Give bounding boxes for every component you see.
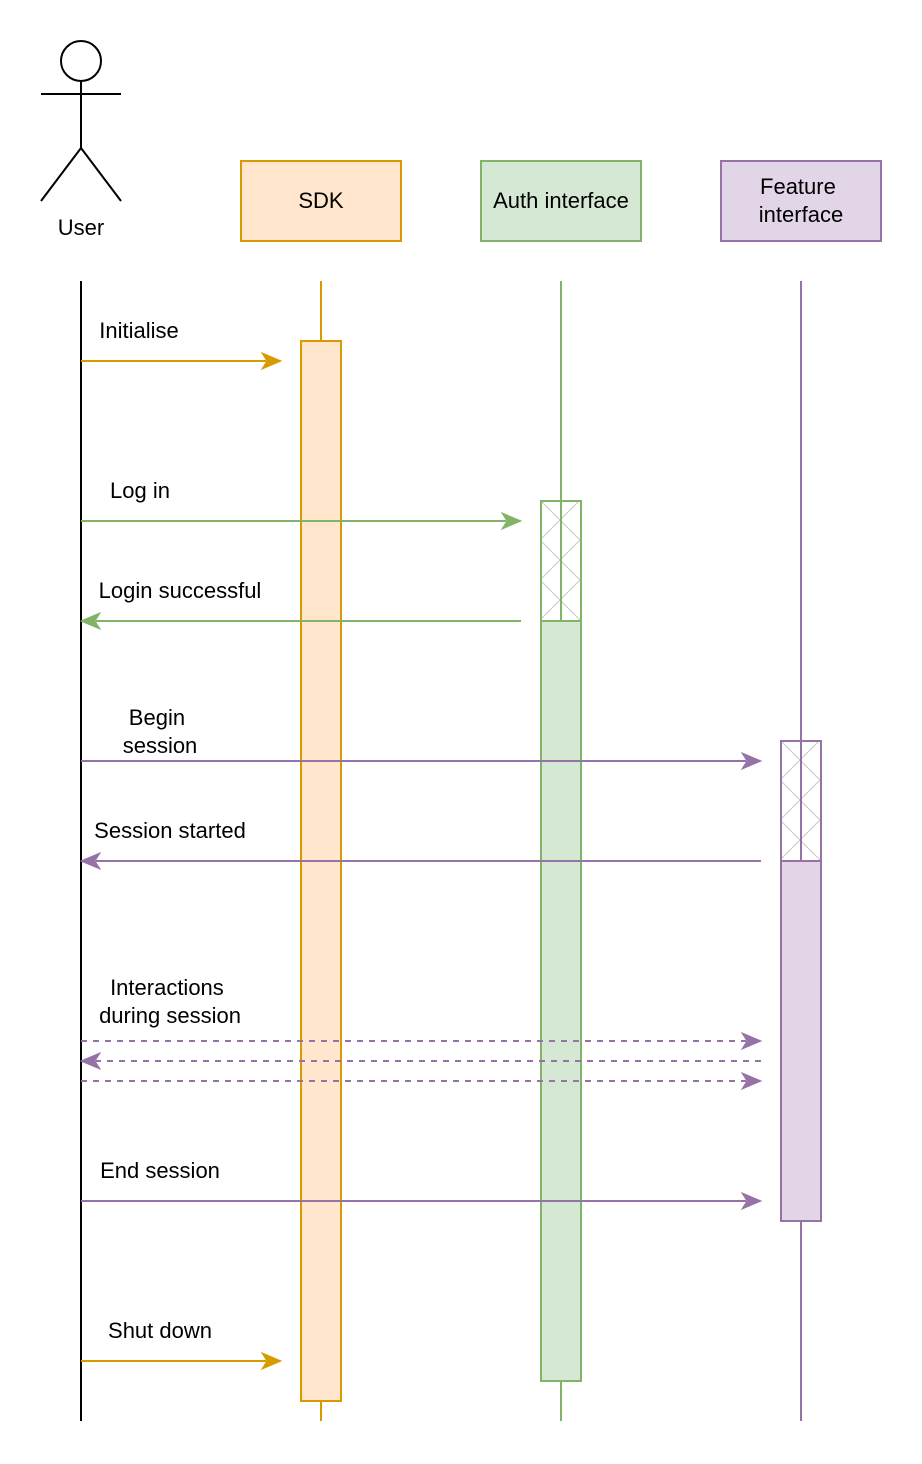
message-interactions-again bbox=[81, 1071, 763, 1091]
participant-label: SDK bbox=[298, 188, 344, 213]
message-begin-session: Begin session bbox=[81, 705, 763, 771]
participant-label-line: interface bbox=[759, 202, 843, 227]
message-label-line: Log in bbox=[110, 478, 170, 503]
arrowhead-left-icon bbox=[79, 1051, 102, 1071]
message-label-line: End session bbox=[100, 1158, 220, 1183]
message-label: Login successful bbox=[99, 578, 262, 603]
message-label: Shut down bbox=[108, 1318, 212, 1343]
participant-label: Auth interface bbox=[493, 188, 629, 213]
participant-label: Feature interface bbox=[759, 174, 843, 227]
arrowhead-right-icon bbox=[740, 1031, 763, 1051]
message-label: Log in bbox=[110, 478, 170, 503]
participant-feature: Feature interface bbox=[720, 160, 882, 242]
actor-label: User bbox=[58, 215, 104, 240]
activation-feature-pending-outline bbox=[780, 740, 822, 862]
message-initialise: Initialise bbox=[81, 318, 283, 371]
activation-feature bbox=[780, 740, 822, 1222]
actor-user: User bbox=[40, 40, 122, 240]
arrowhead-right-icon bbox=[500, 511, 523, 531]
participant-auth: Auth interface bbox=[480, 160, 642, 242]
arrowhead-right-icon bbox=[260, 351, 283, 371]
message-session-started: Session started bbox=[79, 818, 761, 871]
participant-box bbox=[720, 160, 882, 242]
participant-box bbox=[480, 160, 642, 242]
message-label-line: during session bbox=[99, 1003, 241, 1028]
message-label-line: Interactions bbox=[110, 975, 224, 1000]
arrowhead-left-icon bbox=[79, 611, 102, 631]
stick-figure-icon bbox=[40, 40, 122, 202]
activation-feature-active bbox=[780, 860, 822, 1222]
message-interactions: Interactions during session bbox=[81, 975, 763, 1051]
participant-sdk: SDK bbox=[240, 160, 402, 242]
participant-box bbox=[240, 160, 402, 242]
message-shut-down: Shut down bbox=[81, 1318, 283, 1371]
message-label: Interactions during session bbox=[99, 975, 241, 1028]
message-label: Begin session bbox=[123, 705, 198, 758]
message-label-line: Initialise bbox=[99, 318, 178, 343]
participant-label-line: SDK bbox=[298, 188, 344, 213]
message-end-session: End session bbox=[81, 1158, 763, 1211]
arrowhead-right-icon bbox=[260, 1351, 283, 1371]
arrowhead-right-icon bbox=[740, 1071, 763, 1091]
message-interactions-return bbox=[79, 1051, 761, 1071]
message-label: Initialise bbox=[99, 318, 178, 343]
arrowhead-right-icon bbox=[740, 1191, 763, 1211]
arrowhead-right-icon bbox=[740, 751, 763, 771]
message-label-line: Shut down bbox=[108, 1318, 212, 1343]
participant-label-line: Auth interface bbox=[493, 188, 629, 213]
activation-sdk bbox=[300, 340, 342, 1402]
activation-auth bbox=[540, 500, 582, 1382]
message-label-line: Begin bbox=[129, 705, 185, 730]
message-label-line: Login successful bbox=[99, 578, 262, 603]
arrowhead-left-icon bbox=[79, 851, 102, 871]
message-label: End session bbox=[100, 1158, 220, 1183]
activation-auth-pending-outline bbox=[540, 500, 582, 622]
message-login-successful: Login successful bbox=[79, 578, 521, 631]
message-label-line: session bbox=[123, 733, 198, 758]
message-label-line: Session started bbox=[94, 818, 246, 843]
message-log-in: Log in bbox=[81, 478, 523, 531]
activation-auth-active bbox=[540, 620, 582, 1382]
message-label: Session started bbox=[94, 818, 246, 843]
participant-label-line: Feature bbox=[760, 174, 836, 199]
